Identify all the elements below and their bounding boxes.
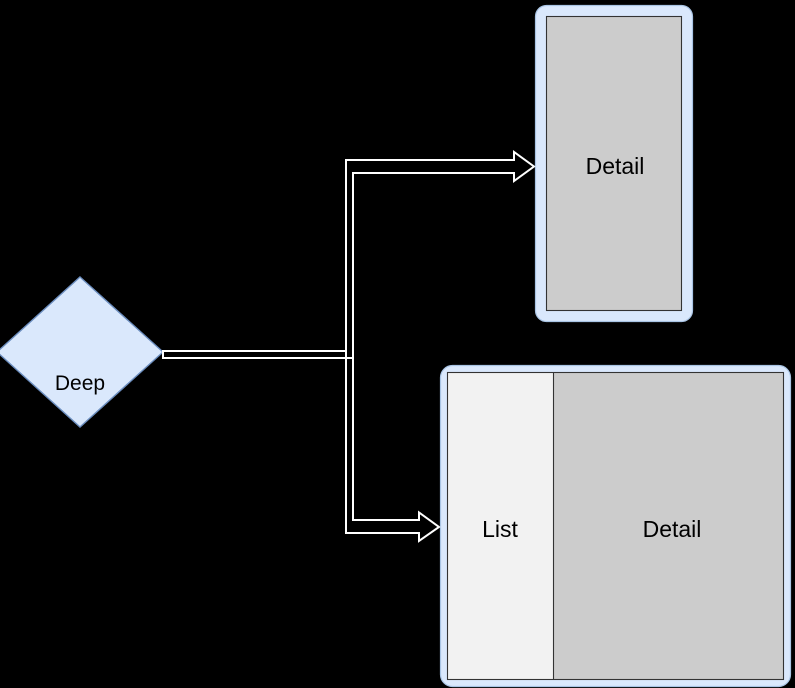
node-phone[interactable] bbox=[534, 4, 694, 323]
edge-deep-link-to-tablet-outline bbox=[345, 351, 441, 543]
deep-link-diamond-shape bbox=[0, 276, 165, 428]
tablet-screen-outline bbox=[446, 371, 785, 681]
edge-deep-link-to-phone[interactable] bbox=[162, 150, 536, 359]
tablet-list-pane bbox=[447, 372, 554, 680]
phone-screen bbox=[545, 15, 683, 312]
edge-deep-link-to-tablet[interactable] bbox=[345, 351, 441, 543]
edge-deep-link-to-phone-outline bbox=[162, 150, 536, 359]
tablet-detail-pane bbox=[553, 372, 784, 680]
node-tablet[interactable] bbox=[439, 364, 792, 688]
node-deep-link[interactable] bbox=[0, 276, 165, 428]
